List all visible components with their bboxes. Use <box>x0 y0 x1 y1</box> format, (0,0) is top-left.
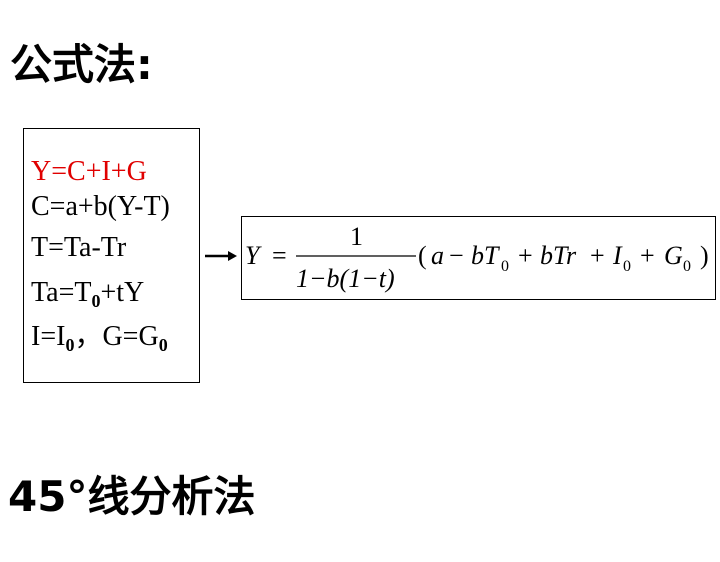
formula-i: I <box>612 241 623 270</box>
equation-government-sub: 0 <box>158 335 168 355</box>
equation-tax-function-rhs: +tY <box>100 277 145 308</box>
formula-plus-1: + <box>518 241 533 270</box>
formula-open-paren: ( <box>418 241 427 270</box>
formula-a: a <box>431 241 444 270</box>
formula-bt: bT <box>471 241 500 270</box>
formula-g-sub: 0 <box>683 258 691 275</box>
equation-government-lhs: ，G=G <box>74 321 159 352</box>
equation-investment-lhs: I=I <box>31 321 66 352</box>
formula-minus: − <box>449 241 464 270</box>
equation-tax-function-sub: 0 <box>91 291 101 311</box>
equation-tax-function-lhs: Ta=T <box>31 277 92 308</box>
formula-numerator: 1 <box>350 222 363 251</box>
equation-net-tax: T=Ta-Tr <box>31 232 127 263</box>
formula-lhs: Y <box>245 241 262 270</box>
formula-equals: = <box>272 241 287 270</box>
equilibrium-income-formula: Y = 1 1−b(1−t) ( a − bT 0 + bTr + I 0 + … <box>245 222 709 293</box>
equation-income-identity: Y=C+I+G <box>31 156 147 187</box>
formula-btr: bTr <box>540 241 577 270</box>
equation-investment-sub: 0 <box>65 335 75 355</box>
formula-plus-2: + <box>590 241 605 270</box>
equilibrium-income-formula-box: Y = 1 1−b(1−t) ( a − bT 0 + bTr + I 0 + … <box>241 216 716 300</box>
right-arrow-icon <box>205 251 237 261</box>
formula-bt-sub: 0 <box>501 258 509 275</box>
formula-close-paren: ) <box>700 241 709 270</box>
equation-system-box: Y=C+I+G C=a+b(Y-T) T=Ta-Tr Ta=T0+tY I=I0… <box>23 128 200 383</box>
formula-denominator: 1−b(1−t) <box>296 264 395 293</box>
formula-method-title: 公式法: <box>10 40 153 89</box>
formula-i-sub: 0 <box>623 258 631 275</box>
formula-g: G <box>664 241 683 270</box>
formula-plus-3: + <box>640 241 655 270</box>
equation-tax-function: Ta=T0+tY <box>31 277 145 311</box>
equation-consumption: C=a+b(Y-T) <box>31 191 170 222</box>
line-method-title: 45°线分析法 <box>8 472 256 521</box>
equation-investment-government: I=I0，G=G0 <box>31 321 168 355</box>
